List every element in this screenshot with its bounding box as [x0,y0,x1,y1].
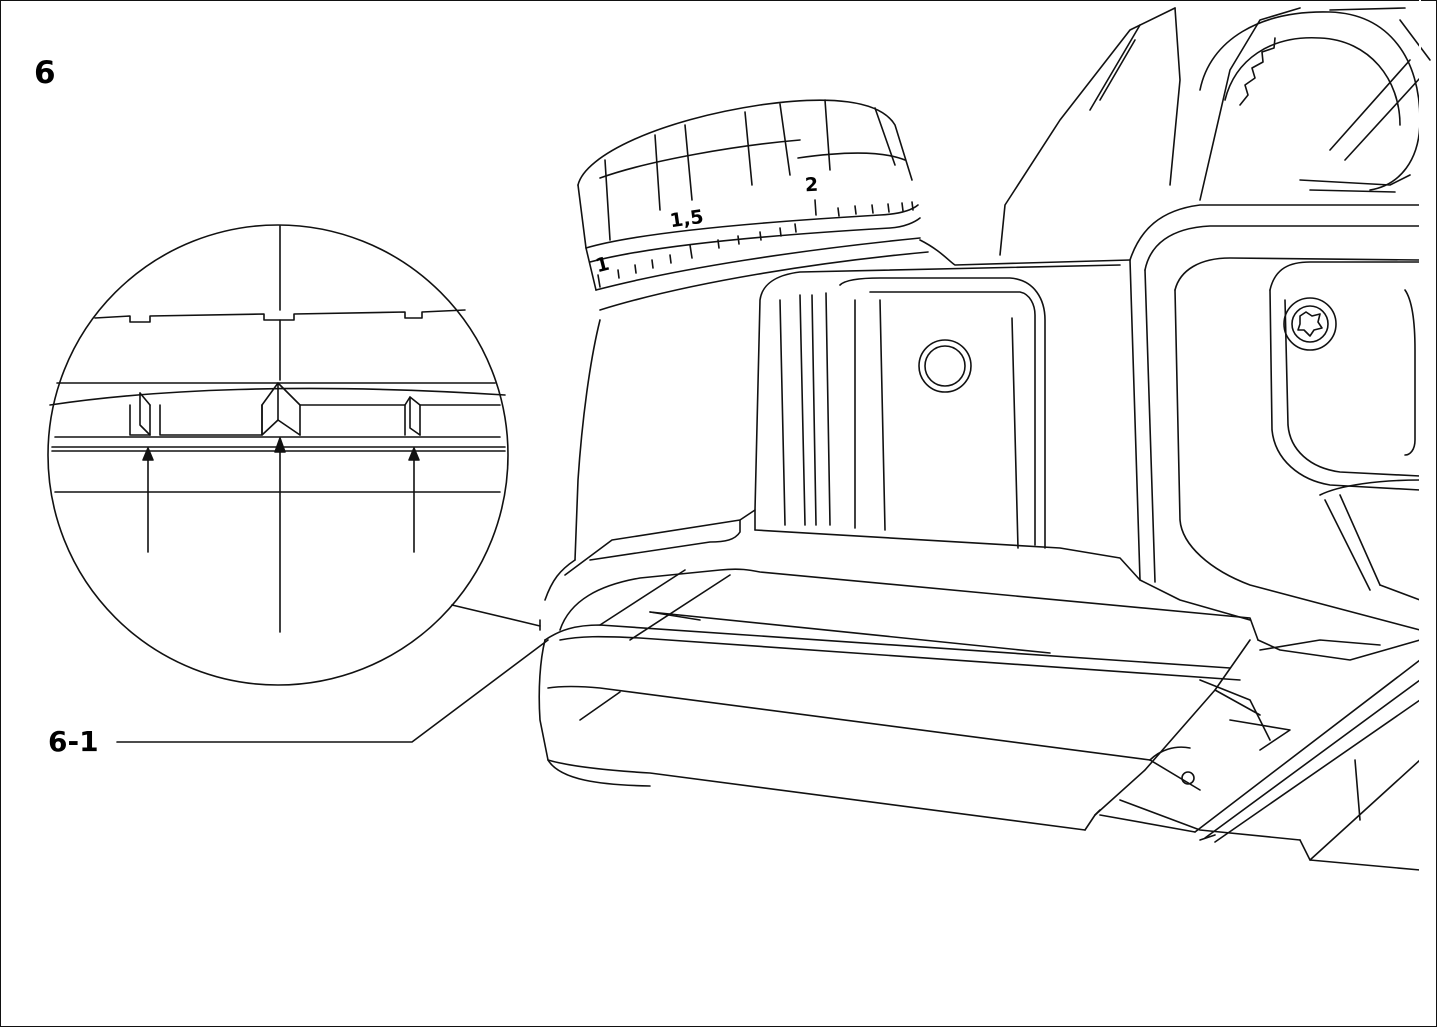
upper-body [999,7,1431,256]
detail-magnifier [47,224,541,686]
depth-knob [577,99,929,311]
callout-leader [116,639,549,743]
scale-label-2: 2 [804,173,819,197]
callout-label: 6-1 [48,725,99,758]
sole [538,509,1421,871]
scale-label-1-5: 1,5 [668,205,705,233]
figure-number: 6 [34,55,56,91]
housing [574,204,1421,631]
